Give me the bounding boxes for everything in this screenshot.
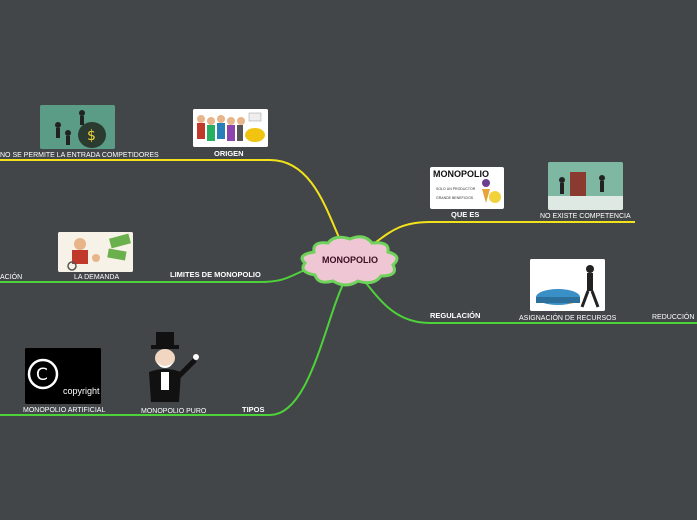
svg-text:$: $ xyxy=(87,128,96,144)
branch-label-tipos[interactable]: TIPOS xyxy=(242,405,265,414)
image-title: MONOPOLIO xyxy=(433,169,489,179)
image-line-2: GRANDE BENEFICIOS xyxy=(436,196,474,200)
node-monopolio-puro[interactable]: MONOPOLIO PURO xyxy=(141,408,207,415)
branch-label-que-es[interactable]: QUE ES xyxy=(451,210,480,219)
svg-text:C: C xyxy=(36,365,48,385)
copyright-image: C copyright xyxy=(25,348,101,404)
central-topic-label: MONOPOLIO xyxy=(322,255,378,265)
branch-label-origen[interactable]: ORIGEN xyxy=(214,149,244,158)
branch-label-regulacion[interactable]: REGULACIÓN xyxy=(430,311,481,320)
branch-line-origen xyxy=(0,159,341,241)
crowd-image xyxy=(193,109,268,147)
no-competition-image xyxy=(548,162,623,210)
resource-allocation-image xyxy=(530,259,605,311)
node-asignacion-de-recursos[interactable]: ASIGNACIÓN DE RECURSOS xyxy=(519,315,617,322)
branch-line-tipos xyxy=(0,279,346,416)
image-line-1: SOLO UN PRODUCTOR xyxy=(436,187,476,191)
node-no-existe-competencia[interactable]: NO EXISTE COMPETENCIA xyxy=(540,213,631,220)
money-bag-image: $ xyxy=(40,105,115,149)
node-monopolio-artificial[interactable]: MONOPOLIO ARTIFICIAL xyxy=(23,407,106,414)
node-no-se-permite[interactable]: NO SE PERMITE LA ENTRADA COMPETIDORES xyxy=(0,152,159,159)
monopoly-man-image xyxy=(143,330,205,405)
central-topic-node[interactable] xyxy=(300,235,399,287)
node-la-demanda[interactable]: LA DEMANDA xyxy=(74,274,120,281)
branch-label-limites[interactable]: LIMITES DE MONOPOLIO xyxy=(170,270,261,279)
copyright-text: copyright xyxy=(63,386,100,396)
node-reduccion[interactable]: REDUCCIÓN xyxy=(652,314,695,321)
node-acion[interactable]: ACIÓN xyxy=(0,274,23,281)
monopolio-definition-image: MONOPOLIO SOLO UN PRODUCTOR GRANDE BENEF… xyxy=(430,167,504,209)
branch-line-limites xyxy=(0,269,306,283)
demand-image xyxy=(58,232,133,272)
branch-line-regulacion xyxy=(361,277,697,324)
branch-line-que-es xyxy=(371,221,635,246)
